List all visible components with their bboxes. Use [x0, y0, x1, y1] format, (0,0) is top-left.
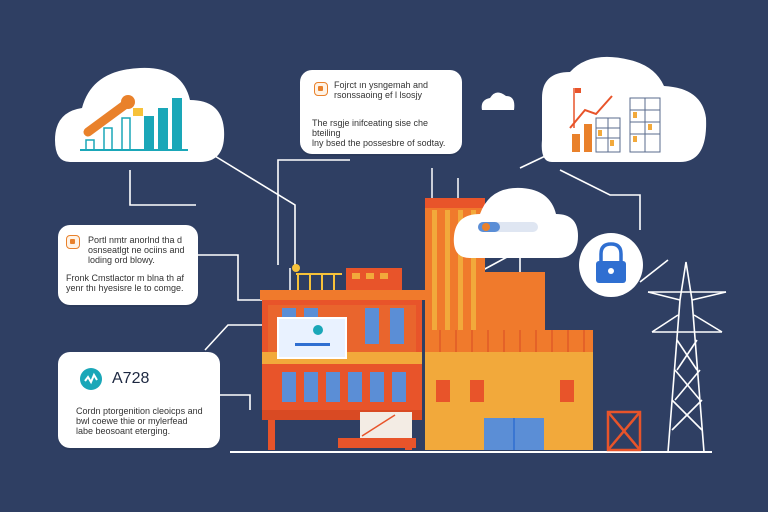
scaffold — [606, 410, 642, 452]
connector-top-card — [277, 159, 350, 265]
doorway — [360, 412, 412, 440]
info-card-bottom: A728 Cordn ptorgenition cleoicps and bwl… — [58, 352, 220, 448]
info-card-middle-heading: Portl nmtr anorlnd tha d osnseatlgt ne o… — [88, 235, 185, 265]
lock-icon — [579, 233, 643, 297]
info-card-middle: Portl nmtr anorlnd tha d osnseatlgt ne o… — [58, 225, 198, 305]
connector-chart-down — [129, 170, 196, 206]
monitor-screen — [277, 317, 347, 359]
connector-chart-cloud — [204, 149, 296, 265]
analytics-chart-icon — [80, 95, 188, 151]
transmission-tower-icon — [639, 259, 727, 453]
pulse-icon — [80, 368, 102, 390]
pulse-line-icon — [84, 372, 98, 385]
connector-bottom-card — [204, 324, 268, 351]
connector-lock — [559, 169, 641, 230]
toggle-cloud — [453, 187, 578, 258]
analytics-cloud — [55, 67, 225, 162]
roof-railing — [296, 273, 342, 290]
bar-chart-icon — [569, 88, 661, 153]
document-icon — [314, 82, 328, 96]
document-icon — [66, 235, 80, 249]
toggle-knob — [482, 223, 490, 231]
info-card-bottom-body: Cordn ptorgenition cleoicps and bwl coew… — [76, 406, 203, 436]
small-cloud — [481, 92, 515, 110]
info-card-top: Fojrct ın ysngemah and rsonssaoing ef l … — [300, 70, 462, 154]
factory-building — [260, 264, 425, 450]
info-card-top-heading: Fojrct ın ysngemah and rsonssaoing ef l … — [334, 80, 429, 100]
info-card-middle-body: Fronk Cmstlactor m blna th af yenr thı h… — [66, 273, 185, 293]
stats-cloud — [541, 56, 707, 162]
warehouse-building — [425, 330, 593, 450]
info-card-bottom-title: A728 — [112, 370, 150, 387]
info-card-top-body: The rsgje inifceating sise che bteiling … — [312, 118, 446, 148]
